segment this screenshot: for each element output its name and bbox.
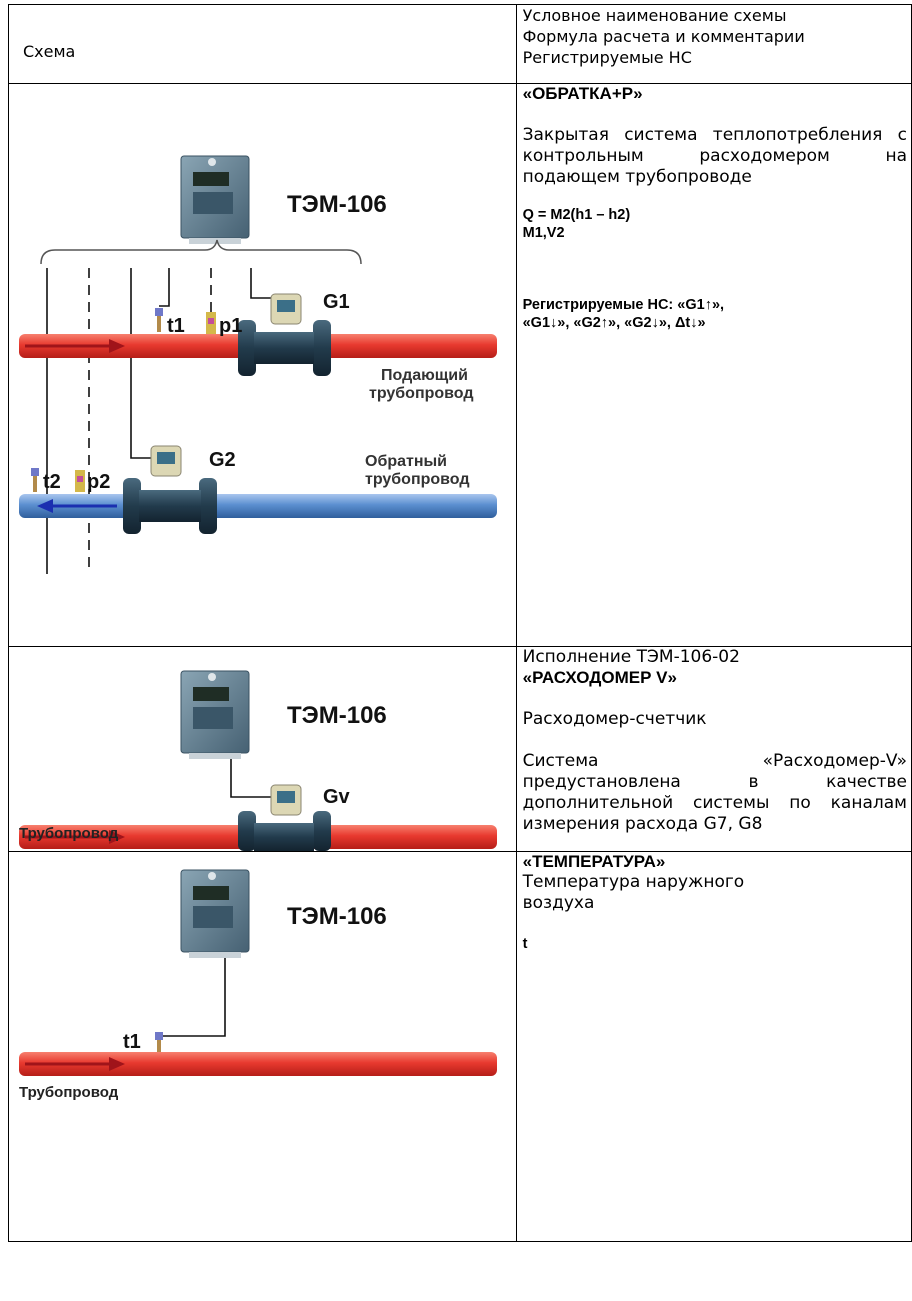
header-cell-scheme: Схема: [8, 4, 517, 84]
calculator-device: [180, 670, 250, 759]
scheme-info-temperatura: «ТЕМПЕРАТУРА» Температура наружного возд…: [515, 851, 912, 1242]
scheme-diagram-temperatura: ТЭМ-106 t1 Трубопровод: [8, 851, 517, 1242]
ns-line-1: Регистрируемые НС: «G1↑»,: [522, 297, 725, 313]
calculator-device: [180, 155, 250, 244]
supply-pipe: [19, 1052, 497, 1076]
supply-pipe-label-1: Подающий: [381, 367, 468, 384]
supply-pipe-label-2: трубопровод: [369, 385, 474, 402]
scheme-description: Закрытая система теплопотребления с конт…: [522, 125, 907, 187]
p2-label: p2: [87, 471, 110, 493]
g2-label: G2: [209, 449, 236, 471]
header-line-2: Формула расчета и комментарии: [522, 27, 805, 46]
scheme-title: «ТЕМПЕРАТУРА»: [522, 852, 666, 871]
device-label: ТЭМ-106: [287, 903, 387, 930]
wire: [230, 759, 271, 798]
t2-label: t2: [43, 471, 61, 493]
table-header-row: Схема Условное наименование схемы Формул…: [8, 4, 912, 84]
pipe-label: Трубопровод: [19, 825, 119, 842]
variant-label: Исполнение ТЭМ-106-02: [522, 647, 740, 667]
pipe-label: Трубопровод: [19, 1084, 119, 1101]
gv-label: Gv: [323, 786, 351, 808]
scheme-diagram-rashodomer: ТЭМ-106 Gv Трубопровод: [8, 646, 517, 852]
ns-line-2: «G1↓», «G2↑», «G2↓», Δt↓»: [522, 315, 706, 331]
t1-sensor-icon: [155, 308, 163, 332]
wire: [159, 958, 226, 1037]
obratka-diagram: ТЭМ-106: [19, 155, 497, 574]
formula-params: M1,V2: [522, 225, 565, 241]
scheme-description-line-2: воздуха: [522, 893, 595, 913]
table-row: ТЭМ-106 t1 Трубопровод «ТЕМПЕРАТУРА» Тем…: [8, 851, 912, 1242]
t2-sensor-icon: [31, 468, 39, 492]
return-pipe-label-1: Обратный: [365, 453, 447, 470]
formula: Q = M2(h1 – h2): [522, 207, 631, 223]
header-line-1: Условное наименование схемы: [522, 6, 787, 25]
device-label: ТЭМ-106: [287, 702, 387, 729]
flowmeter-g2: [123, 445, 217, 534]
scheme-subtitle: Расходомер-счетчик: [522, 709, 707, 729]
g1-label: G1: [323, 291, 350, 313]
wiring-lines: [46, 268, 271, 574]
flowmeter-g1: [238, 293, 331, 376]
return-pipe: [19, 494, 497, 518]
table-row: ТЭМ-106: [8, 83, 912, 647]
device-label: ТЭМ-106: [287, 191, 387, 218]
header-cell-info: Условное наименование схемы Формула расч…: [515, 4, 912, 84]
scheme-title: «ОБРАТКА+Р»: [522, 84, 643, 103]
t1-label: t1: [123, 1031, 141, 1053]
scheme-table: Схема Условное наименование схемы Формул…: [8, 4, 912, 1242]
p1-label: p1: [219, 315, 242, 337]
scheme-diagram-obratka: ТЭМ-106: [8, 83, 517, 647]
calculator-device: [180, 869, 250, 958]
p1-sensor-icon: [206, 312, 216, 334]
scheme-description-line-1: Температура наружного: [522, 872, 745, 892]
scheme-info-obratka: «ОБРАТКА+Р» Закрытая система теплопотреб…: [515, 83, 912, 647]
t1-sensor-icon: [155, 1032, 163, 1052]
header-scheme-label: Схема: [23, 42, 76, 61]
table-row: ТЭМ-106 Gv Трубопровод Исполне: [8, 646, 912, 852]
header-line-3: Регистрируемые НС: [522, 48, 692, 67]
scheme-info-rashodomer: Исполнение ТЭМ-106-02 «РАСХОДОМЕР V» Рас…: [515, 646, 912, 852]
scheme-title: «РАСХОДОМЕР V»: [522, 668, 677, 687]
scheme-description: Система «Расходомер-V» предустановлена в…: [522, 751, 907, 834]
t1-label: t1: [167, 315, 185, 337]
formula: t: [522, 936, 528, 952]
rashodomer-diagram: ТЭМ-106 Gv: [19, 670, 497, 851]
temperatura-diagram: ТЭМ-106 t1: [19, 869, 497, 1076]
wiring-brace: [40, 239, 362, 265]
return-pipe-label-2: трубопровод: [365, 471, 470, 488]
flowmeter-gv: [238, 784, 331, 851]
p2-sensor-icon: [75, 470, 85, 492]
